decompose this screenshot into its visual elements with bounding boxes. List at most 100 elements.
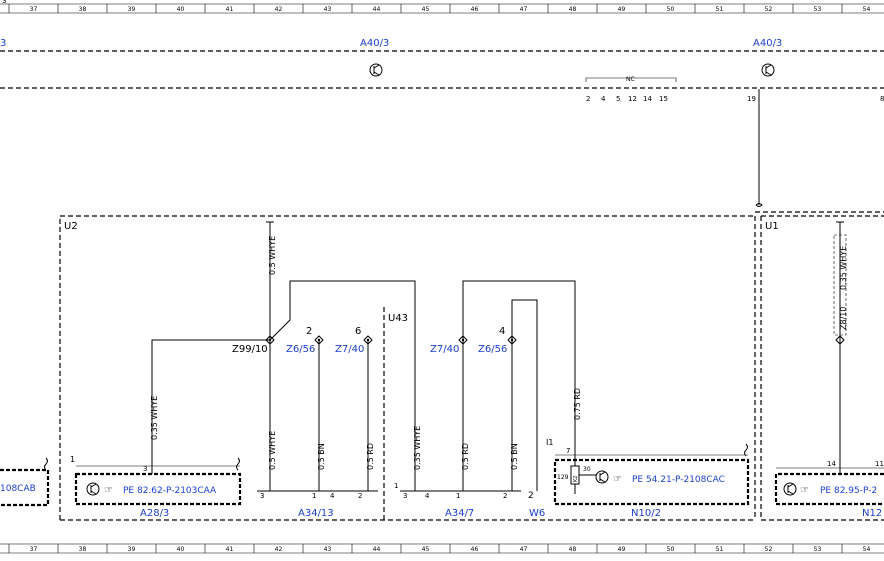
module-a28-3[interactable]: ☞ PE 82.62-P-2103CAA 1 3 A28/3 bbox=[70, 455, 242, 519]
ruler-column-label: 44 bbox=[373, 546, 381, 553]
splice-z7-40-left[interactable] bbox=[363, 335, 373, 345]
ruler-column-label: 39 bbox=[128, 546, 136, 553]
ruler-column-label: 40 bbox=[177, 6, 185, 13]
hand-pointer-icon: ☞ bbox=[104, 485, 113, 496]
z7-40-left-num: 6 bbox=[355, 326, 361, 337]
ruler-column-label: 48 bbox=[569, 546, 577, 553]
z99-10-label: Z99/10 bbox=[232, 344, 268, 355]
wire-z6-56-right[interactable] bbox=[511, 299, 538, 491]
connector-w6[interactable]: 2 W6 bbox=[528, 491, 545, 519]
nc-label: NC bbox=[626, 76, 635, 83]
nc-pin: 5 bbox=[616, 95, 620, 103]
a28-name[interactable]: A28/3 bbox=[140, 508, 169, 519]
ruler-column-label: 37 bbox=[30, 546, 38, 553]
a40-3-left-label[interactable]: A40/3 bbox=[360, 38, 389, 49]
n12-name[interactable]: N12 bbox=[862, 508, 882, 519]
wire-z7-40-right[interactable] bbox=[462, 280, 576, 491]
z6-56-right-num: 4 bbox=[499, 326, 505, 337]
n12-pin: 11 bbox=[875, 460, 884, 468]
hand-pointer-icon: ☞ bbox=[613, 474, 622, 485]
a34-13-pin: 3 bbox=[260, 492, 264, 500]
wire-label: 0.35 WHYE bbox=[150, 396, 159, 440]
a28-pin-top: 3 bbox=[143, 465, 147, 473]
ruler-column-label: 54 bbox=[863, 6, 871, 13]
ruler-column-label: 45 bbox=[422, 546, 430, 553]
wire-a34-7[interactable] bbox=[269, 280, 416, 491]
w6-name[interactable]: W6 bbox=[529, 508, 545, 519]
splice-z8-10[interactable] bbox=[835, 335, 845, 345]
ruler-column-label: 38 bbox=[79, 546, 87, 553]
a34-7-pin-left: 1 bbox=[394, 482, 398, 490]
n10-pin: 129 bbox=[557, 474, 569, 481]
a34-13-pin: 2 bbox=[358, 492, 362, 500]
n12-ref[interactable]: PE 82.95-P-2 bbox=[820, 486, 877, 496]
u1-label: U1 bbox=[765, 221, 779, 232]
splice-z7-40-right[interactable] bbox=[458, 335, 468, 345]
a34-13-name[interactable]: A34/13 bbox=[298, 508, 334, 519]
module-left-edge[interactable]: 108CAB bbox=[0, 468, 50, 507]
module-n10-2[interactable]: I1 K2 7 30 129 ☞ PE 54.21-P-2108CAC N10/… bbox=[546, 438, 750, 519]
a40-3-right-label[interactable]: A40/3 bbox=[753, 38, 782, 49]
pin-19: 19 bbox=[747, 95, 756, 103]
ruler-column-label: 41 bbox=[226, 546, 234, 553]
ruler-column-label: 47 bbox=[520, 6, 528, 13]
ruler-column-label: 52 bbox=[765, 546, 773, 553]
ruler-column-label: 41 bbox=[226, 6, 234, 13]
wire-label: 0.5 WHYE bbox=[268, 431, 277, 470]
a34-13-pin: 4 bbox=[330, 492, 335, 500]
n10-ref[interactable]: PE 54.21-P-2108CAC bbox=[632, 475, 725, 485]
wire-label: 0.5 BN bbox=[510, 443, 519, 470]
ruler-column-label: 38 bbox=[79, 6, 87, 13]
ruler-column-label: 42 bbox=[275, 546, 283, 553]
wire-label: 0.5 RD bbox=[366, 443, 375, 470]
z7-40-right-label[interactable]: Z7/40 bbox=[430, 344, 459, 355]
left-edge-fragment: 3 bbox=[0, 38, 6, 49]
ruler-column-label: 52 bbox=[765, 6, 773, 13]
splice-z99-10[interactable] bbox=[265, 335, 275, 345]
ruler-left-fragment: 3 bbox=[2, 0, 6, 5]
ruler-column-label: 51 bbox=[716, 546, 724, 553]
a34-7-pin: 2 bbox=[503, 492, 507, 500]
ruler-column-label: 43 bbox=[324, 6, 332, 13]
z7-40-left-label[interactable]: Z7/40 bbox=[335, 344, 364, 355]
ruler-column-label: 39 bbox=[128, 6, 136, 13]
ruler-column-label: 40 bbox=[177, 546, 185, 553]
n10-pin: 30 bbox=[583, 466, 591, 473]
nc-pin: 2 bbox=[586, 95, 590, 103]
a28-ref[interactable]: PE 82.62-P-2103CAA bbox=[123, 486, 217, 496]
connector-a34-7[interactable]: 1 3 4 1 2 A34/7 bbox=[394, 482, 521, 519]
wire-label: 0.5 BN bbox=[317, 443, 326, 470]
z8-10-label: Z8/10 bbox=[839, 307, 848, 330]
z6-56-left-label[interactable]: Z6/56 bbox=[286, 344, 315, 355]
a34-7-name[interactable]: A34/7 bbox=[445, 508, 474, 519]
ruler-column-label: 46 bbox=[471, 546, 479, 553]
wire-label: 0.35 WHYE bbox=[413, 426, 422, 470]
ruler-column-label: 45 bbox=[422, 6, 430, 13]
ruler-column-label: 42 bbox=[275, 6, 283, 13]
ruler-column-label: 46 bbox=[471, 6, 479, 13]
ruler-column-label: 51 bbox=[716, 6, 724, 13]
nc-bracket: NC bbox=[585, 76, 677, 83]
left-edge-ref[interactable]: 108CAB bbox=[0, 484, 36, 494]
nc-pin: 14 bbox=[643, 95, 652, 103]
splice-z6-56-right[interactable] bbox=[507, 335, 517, 345]
module-n12[interactable]: 14 11 ☞ PE 82.95-P-2 N12 bbox=[774, 460, 884, 519]
wire-label: 0.5 WHYE bbox=[268, 236, 277, 275]
n10-name[interactable]: N10/2 bbox=[631, 508, 661, 519]
u43-label: U43 bbox=[388, 313, 408, 324]
z6-56-left-num: 2 bbox=[306, 326, 312, 337]
ruler-column-label: 47 bbox=[520, 546, 528, 553]
ruler-column-label: 43 bbox=[324, 546, 332, 553]
n10-pin: 7 bbox=[566, 447, 570, 455]
u2-label: U2 bbox=[64, 221, 78, 232]
wire-a28[interactable] bbox=[151, 339, 270, 466]
ruler-column-label: 49 bbox=[618, 546, 626, 553]
u2-boundary bbox=[59, 215, 755, 520]
ruler-column-label: 48 bbox=[569, 6, 577, 13]
z6-56-right-label[interactable]: Z6/56 bbox=[478, 344, 507, 355]
splice-z6-56-left[interactable] bbox=[314, 335, 324, 345]
edge-pin: 8 bbox=[880, 95, 884, 103]
connector-a34-13[interactable]: 3 1 4 2 A34/13 bbox=[257, 490, 378, 519]
